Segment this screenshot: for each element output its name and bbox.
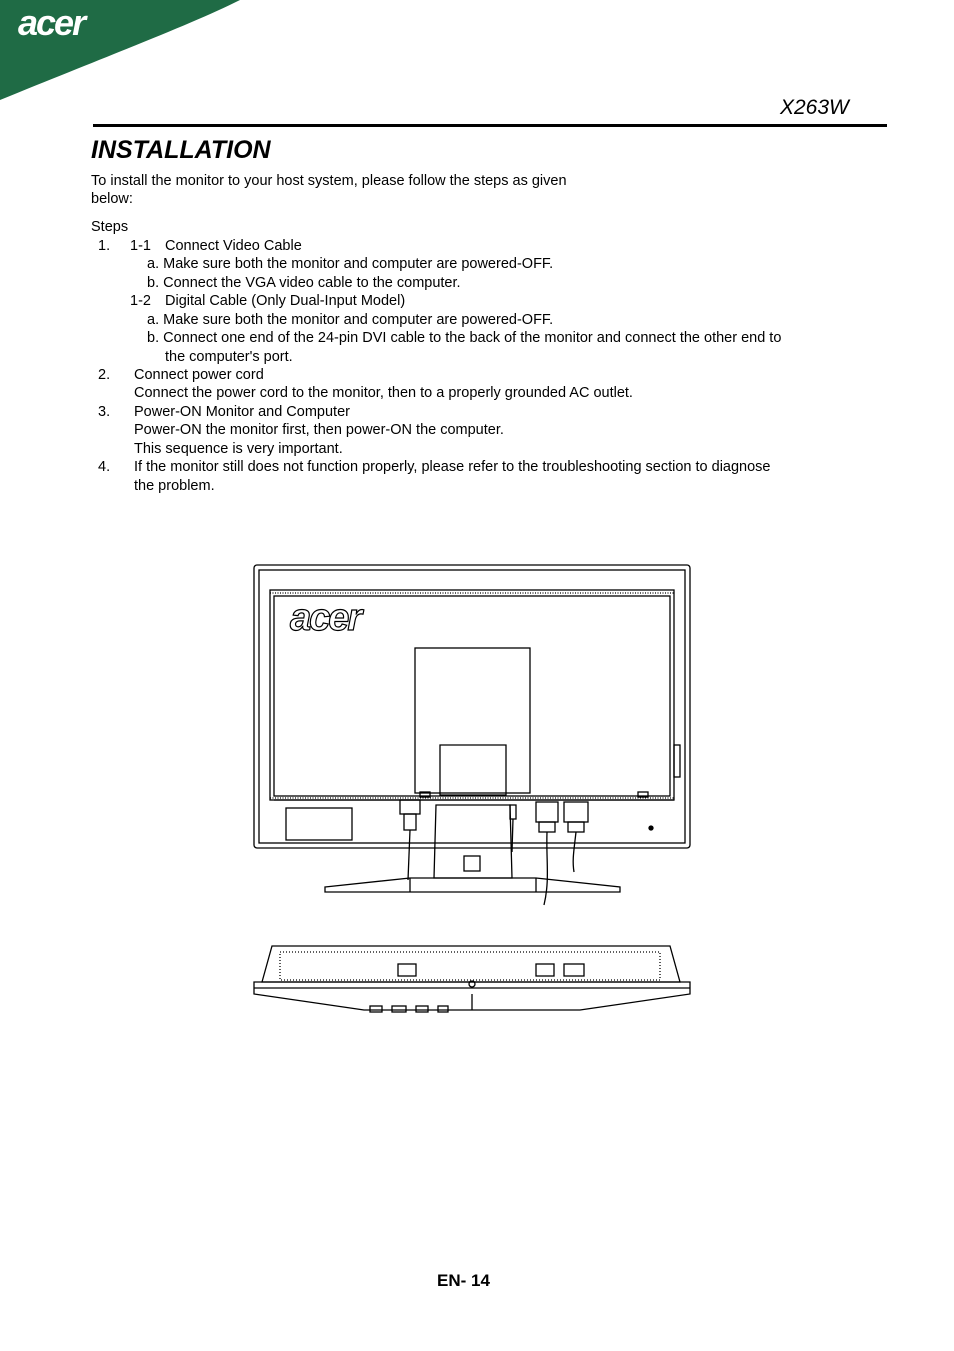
step-4-number: 4. bbox=[98, 459, 111, 475]
figure-acer-logo: acer bbox=[290, 597, 364, 639]
step-2-title: Connect power cord bbox=[134, 367, 264, 383]
step-4-text-2: the problem. bbox=[134, 478, 215, 494]
step-2-number: 2. bbox=[98, 367, 111, 383]
step-3-title: Power-ON Monitor and Computer bbox=[134, 404, 350, 420]
acer-logo: acer bbox=[18, 2, 86, 43]
step-3-text-2: This sequence is very important. bbox=[134, 441, 343, 457]
step-1-1-b: b. Connect the VGA video cable to the co… bbox=[147, 275, 461, 291]
step-3-text-1: Power-ON the monitor first, then power-O… bbox=[134, 422, 504, 438]
step-1-1-a: a. Make sure both the monitor and comput… bbox=[147, 256, 554, 272]
step-1-2-a: a. Make sure both the monitor and comput… bbox=[147, 312, 554, 328]
step-1-2-number: 1-2 bbox=[130, 293, 151, 309]
step-1-2-b-line-1: b. Connect one end of the 24-pin DVI cab… bbox=[147, 330, 782, 346]
intro-line-2: below: bbox=[91, 191, 133, 207]
intro-line-1: To install the monitor to your host syst… bbox=[91, 173, 567, 189]
page-title: INSTALLATION bbox=[91, 136, 271, 164]
brand-banner bbox=[0, 0, 240, 100]
step-1-number: 1. bbox=[98, 238, 111, 254]
page-number: EN- 14 bbox=[437, 1271, 490, 1290]
step-2-text: Connect the power cord to the monitor, t… bbox=[134, 385, 633, 401]
model-name: X263W bbox=[780, 96, 849, 119]
header-divider bbox=[93, 124, 887, 127]
step-1-1-title: Connect Video Cable bbox=[165, 238, 302, 254]
steps-label: Steps bbox=[91, 219, 129, 235]
step-1-2-title: Digital Cable (Only Dual-Input Model) bbox=[165, 293, 406, 309]
step-3-number: 3. bbox=[98, 404, 111, 420]
step-1-2-b-line-2: the computer's port. bbox=[165, 349, 293, 365]
monitor-rear-illustration: acer bbox=[253, 564, 691, 1013]
step-4-text-1: If the monitor still does not function p… bbox=[134, 459, 771, 475]
step-1-1-number: 1-1 bbox=[130, 238, 151, 254]
